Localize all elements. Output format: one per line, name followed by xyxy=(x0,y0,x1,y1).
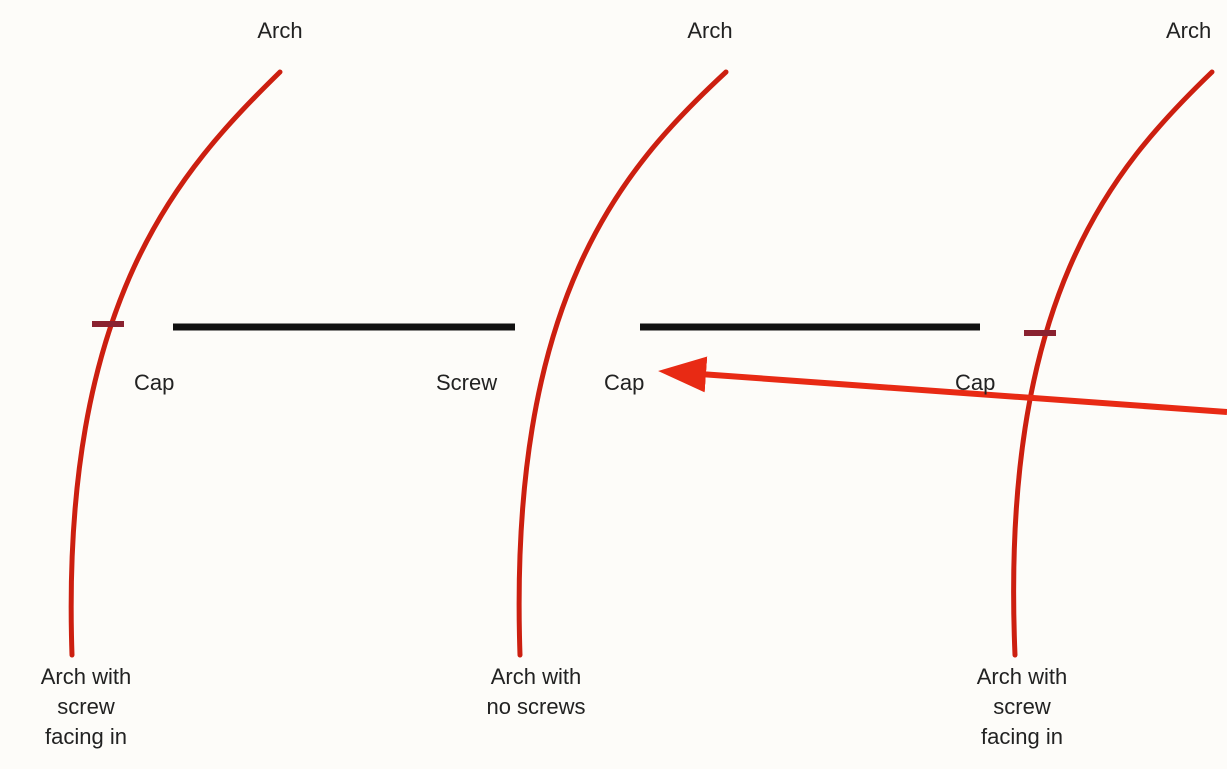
arch-bottom-label-1: Arch with screw facing in xyxy=(41,662,131,752)
arch-bottom-line: screw xyxy=(993,694,1051,719)
arch-bottom-label-2: Arch with no screws xyxy=(486,662,585,722)
arch-top-label-3: Arch xyxy=(1166,18,1212,43)
arch-bottom-line: screw xyxy=(57,694,115,719)
arch-bottom-line: Arch with xyxy=(40,664,132,689)
arch-curve-3 xyxy=(1011,69,1215,658)
arch-bottom-line: Arch with xyxy=(976,664,1068,689)
arch-bottom-line: no screws xyxy=(486,694,586,719)
arch-bottom-line: facing in xyxy=(981,724,1063,749)
arch-curve-1 xyxy=(68,69,283,658)
arch-top-label-2: Arch xyxy=(687,18,733,43)
arch-bottom-label-3: Arch with screw facing in xyxy=(977,662,1067,752)
pointer-arrow xyxy=(658,356,1227,415)
right-cap-label: Cap xyxy=(955,370,996,395)
arch-curve-2 xyxy=(516,69,729,658)
left-cap-label: Cap xyxy=(134,370,175,395)
screw-label: Screw xyxy=(436,370,498,395)
arch-bottom-line: facing in xyxy=(45,724,127,749)
arch-bottom-line: Arch with xyxy=(490,664,582,689)
mid-cap-label: Cap xyxy=(604,370,645,395)
arch-top-label-1: Arch xyxy=(257,18,303,43)
